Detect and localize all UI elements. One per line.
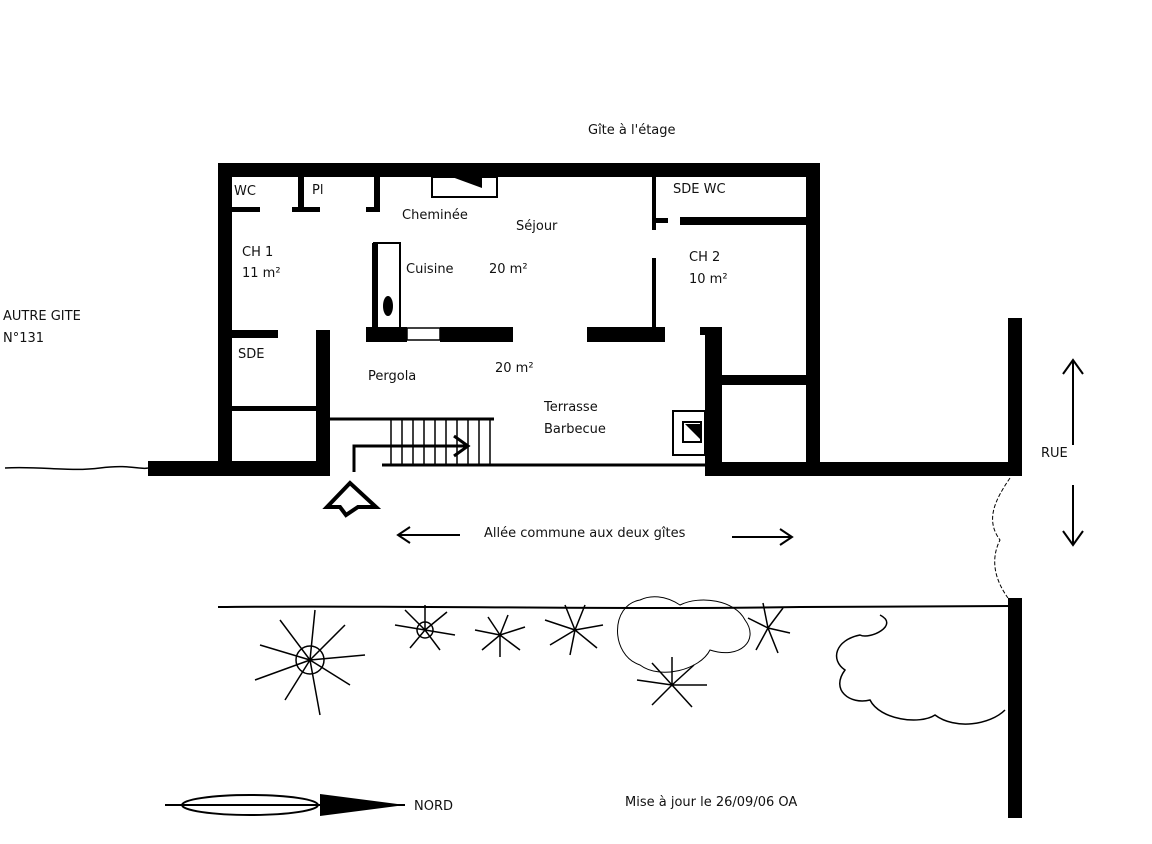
plan-title: Gîte à l'étage	[588, 123, 676, 138]
room-label-sejour: Séjour	[516, 219, 558, 234]
garden-plants	[254, 596, 1006, 725]
label-autre-gite-number: N°131	[3, 331, 44, 346]
label-nord: NORD	[414, 799, 453, 814]
room-label-barbecue: Barbecue	[544, 422, 606, 437]
room-label-terrasse: Terrasse	[543, 400, 598, 415]
kitchen-counter	[372, 242, 401, 330]
plant-icon	[747, 602, 791, 654]
room-label-pergola: Pergola	[368, 369, 416, 384]
room-label-wc: WC	[234, 184, 256, 199]
update-note: Mise à jour le 26/09/06 OA	[625, 795, 797, 810]
tree-icon	[617, 596, 751, 673]
room-label-sde: SDE	[238, 347, 264, 362]
label-allee: Allée commune aux deux gîtes	[484, 526, 686, 541]
allee-arrows	[396, 526, 794, 546]
bush-icon	[835, 614, 1006, 725]
entrance-arrow-icon	[322, 480, 382, 518]
ground-line	[4, 465, 149, 471]
fireplace-icon	[431, 176, 498, 198]
room-label-cheminee: Cheminée	[402, 208, 468, 223]
plant-icon	[474, 614, 526, 657]
plant-icon	[636, 657, 707, 708]
label-autre-gite: AUTRE GITE	[3, 309, 81, 324]
stairs	[330, 417, 705, 472]
room-label-cuisine: Cuisine	[406, 262, 454, 277]
plant-icon	[394, 605, 456, 651]
garden-edge	[217, 605, 1011, 609]
walls	[148, 163, 1022, 818]
room-label-ch1: CH 1	[242, 245, 273, 260]
room-label-pl: Pl	[312, 183, 323, 198]
label-rue: RUE	[1041, 446, 1068, 461]
plant-icon	[254, 609, 366, 716]
gate-sketch	[992, 477, 1011, 599]
room-label-sde-wc: SDE WC	[673, 182, 726, 197]
room-area-terrasse: 20 m²	[495, 361, 534, 376]
room-label-ch2: CH 2	[689, 250, 720, 265]
north-arrow-icon	[165, 794, 405, 816]
barbecue-icon	[672, 410, 706, 456]
room-area-ch1: 11 m²	[242, 266, 281, 281]
plant-icon	[544, 604, 604, 656]
room-area-sejour: 20 m²	[489, 262, 528, 277]
room-area-ch2: 10 m²	[689, 272, 728, 287]
street-arrows	[1062, 358, 1084, 547]
